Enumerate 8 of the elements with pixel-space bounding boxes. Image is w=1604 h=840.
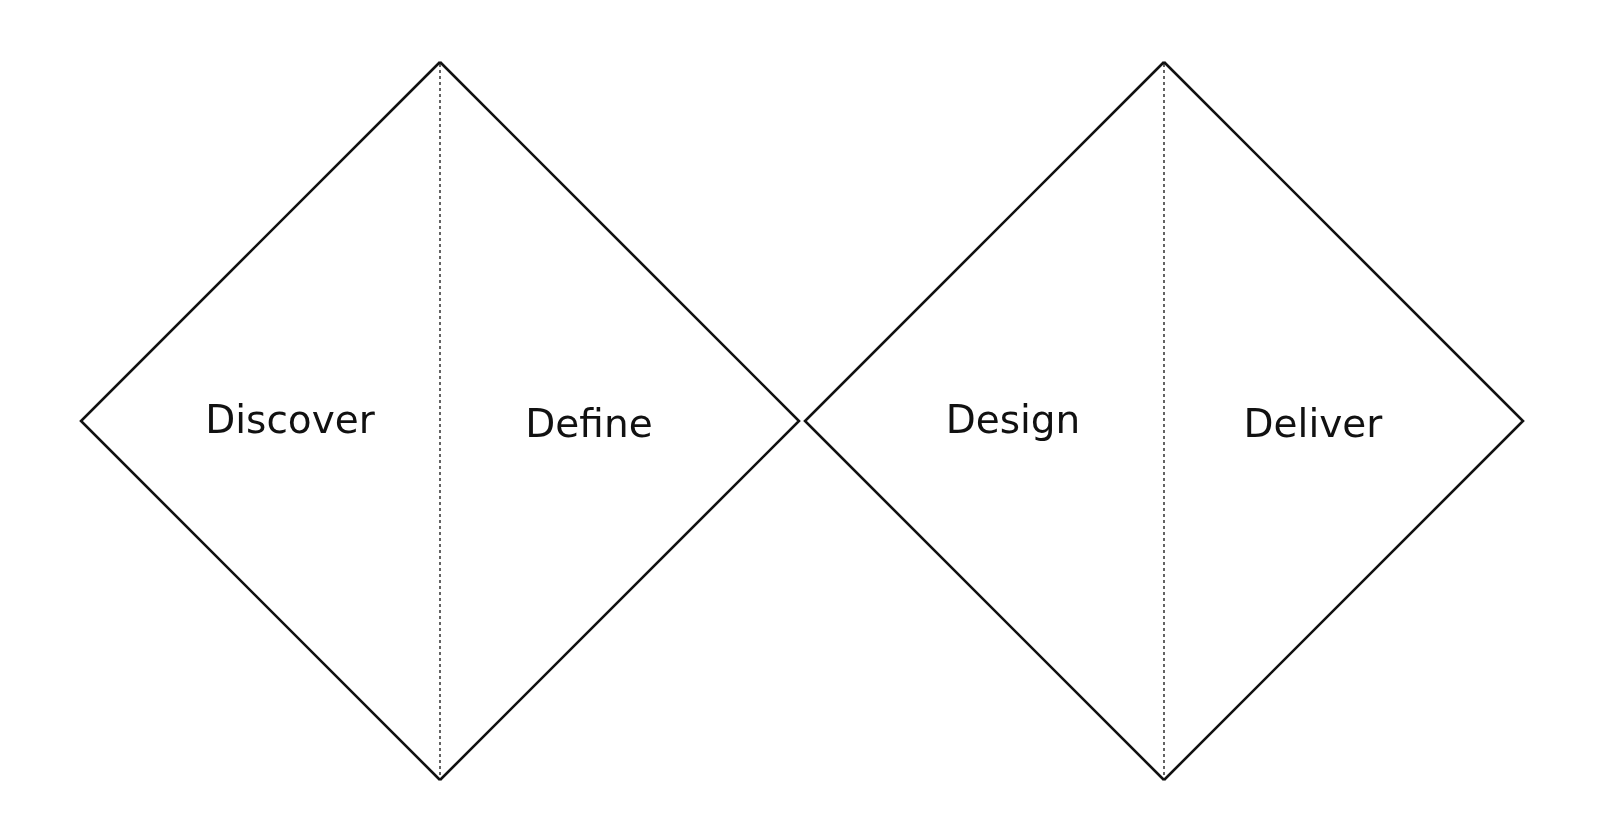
phase-label: Deliver [1243,402,1383,446]
half-diamond-panel [437,59,802,783]
phase-label: Discover [205,398,375,442]
half-diamond-panel [1161,59,1526,783]
phase-label: Define [525,402,653,446]
half-diamond-panel [78,59,443,783]
phase-label: Design [945,398,1081,442]
half-diamond-panel [802,59,1167,783]
